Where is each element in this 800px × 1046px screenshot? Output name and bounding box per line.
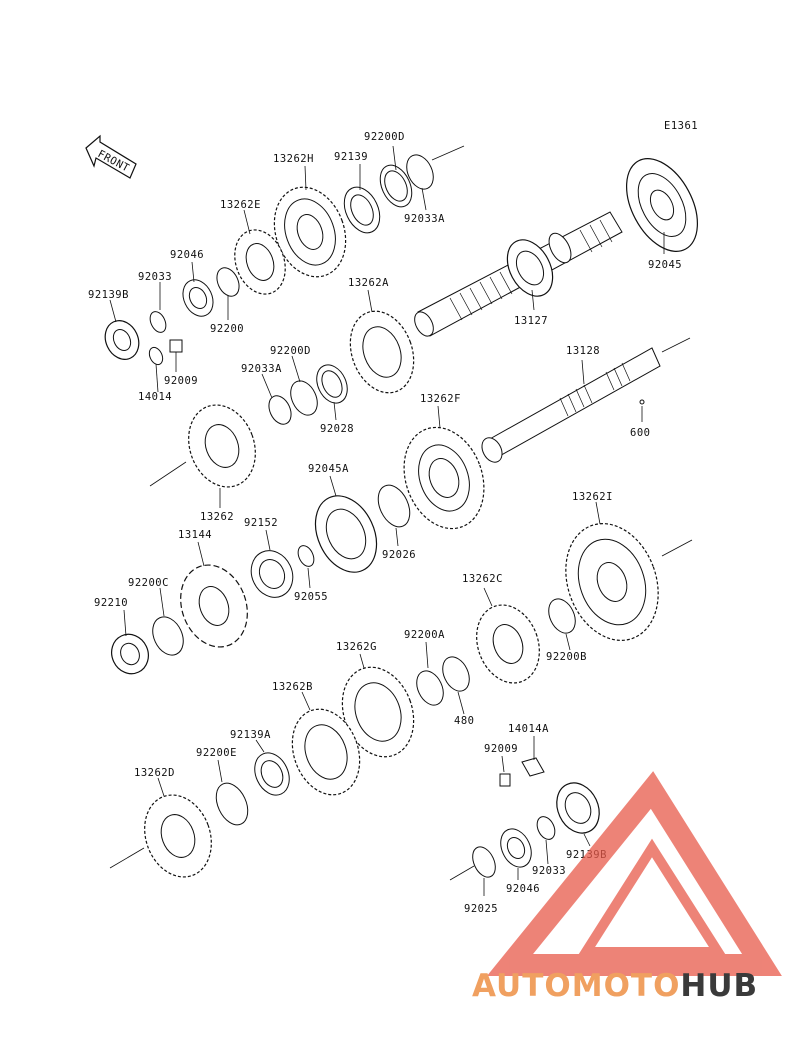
label-92033A-top: 92033A: [404, 213, 445, 225]
gear-13262F: [403, 426, 485, 530]
watermark-part2: MOTO: [572, 968, 681, 1004]
label-92200C: 92200C: [128, 577, 169, 589]
gear-13262B: [291, 708, 361, 796]
gear-13262I: [565, 523, 659, 641]
label-92139: 92139: [334, 151, 368, 163]
label-14014: 14014: [138, 391, 172, 403]
label-92200D-mid: 92200D: [270, 345, 311, 357]
label-92055: 92055: [294, 591, 328, 603]
circlip-92033A-top: [406, 154, 434, 190]
label-480: 480: [454, 715, 474, 727]
gear-13262G: [341, 666, 415, 758]
washer-92200D-mid: [290, 380, 318, 416]
needle-bearing-92139: [343, 186, 381, 234]
washer-92200B: [548, 598, 576, 634]
washer-92025: [472, 846, 496, 878]
bolt-92009-bottom: [499, 773, 511, 787]
watermark-part1: AUTO: [472, 968, 572, 1004]
label-92025: 92025: [464, 903, 498, 915]
label-92028: 92028: [320, 423, 354, 435]
label-92200A: 92200A: [404, 629, 445, 641]
bearing-92046-bottom: [500, 828, 532, 868]
washer-92200D-top: [379, 164, 413, 208]
watermark-text: AUTOMOTOHUB: [472, 968, 758, 1004]
label-13128: 13128: [566, 345, 600, 357]
bearing-92139B-top: [104, 320, 140, 360]
label-92033-top: 92033: [138, 271, 172, 283]
bearing-92045A: [314, 495, 378, 573]
circlip-92033-top: [149, 311, 167, 333]
bearing-92139B-bottom: [556, 782, 600, 834]
leader-lines: [109, 145, 665, 896]
circlip-480: [442, 656, 470, 692]
washer-92200E: [215, 782, 249, 826]
label-600: 600: [630, 427, 650, 439]
label-92200D: 92200D: [364, 131, 405, 143]
gear-13262D: [144, 794, 212, 878]
label-13262H: 13262H: [273, 153, 314, 165]
label-13262: 13262: [200, 511, 234, 523]
gear-13262A: [349, 310, 415, 394]
label-92009-top: 92009: [164, 375, 198, 387]
label-92139A: 92139A: [230, 729, 271, 741]
label-13262I: 13262I: [572, 491, 613, 503]
label-92200-top: 92200: [210, 323, 244, 335]
label-92033-bottom: 92033: [532, 865, 566, 877]
washer-92200A: [416, 670, 444, 706]
washer-92026: [377, 484, 411, 528]
label-92045A: 92045A: [308, 463, 349, 475]
bushing-92028: [316, 364, 348, 404]
needle-bearing-92139A: [254, 752, 290, 796]
label-13262D: 13262D: [134, 767, 175, 779]
sprocket-13144: [180, 564, 248, 648]
label-13262A: 13262A: [348, 277, 389, 289]
pin-600: [639, 399, 645, 405]
circlip-92033A-mid: [268, 395, 292, 425]
washer-92200-top: [216, 267, 240, 297]
label-92033A-mid: 92033A: [241, 363, 282, 375]
gear-13262C: [476, 604, 540, 684]
label-92139B-top: 92139B: [88, 289, 129, 301]
watermark-part3: HUB: [680, 968, 758, 1004]
label-13262E: 13262E: [220, 199, 261, 211]
label-14014A: 14014A: [508, 723, 549, 735]
nut-92210: [111, 633, 149, 675]
label-92152: 92152: [244, 517, 278, 529]
label-92200B: 92200B: [546, 651, 587, 663]
label-92026: 92026: [382, 549, 416, 561]
label-92046-bottom: 92046: [506, 883, 540, 895]
label-13262C: 13262C: [462, 573, 503, 585]
diagram-code: E1361: [664, 120, 698, 132]
watermark-logo-icon: [486, 771, 782, 976]
circlip-92033-bottom: [536, 816, 556, 840]
washer-14014: [148, 346, 164, 366]
oring-92055: [297, 545, 315, 567]
bolt-92009-top: [169, 339, 183, 353]
gear-13262: [188, 404, 256, 488]
gear-13262H: [273, 186, 347, 278]
front-arrow-icon: FRONT: [85, 134, 137, 179]
output-shaft-13127: [414, 211, 623, 337]
label-13262G: 13262G: [336, 641, 377, 653]
gear-13262E: [234, 229, 286, 295]
label-13262B: 13262B: [272, 681, 313, 693]
label-13127: 13127: [514, 315, 548, 327]
label-92009-bottom: 92009: [484, 743, 518, 755]
drive-shaft-13128: [481, 347, 661, 463]
label-92045: 92045: [648, 259, 682, 271]
collar-92152: [250, 550, 294, 598]
bearing-92046-top: [182, 279, 214, 317]
label-13262F: 13262F: [420, 393, 461, 405]
label-13144: 13144: [178, 529, 212, 541]
label-92200E: 92200E: [196, 747, 237, 759]
part-labels: 92200D 92139 13262H 13262E 92033A 92046 …: [88, 131, 682, 915]
bearing-92045: [626, 158, 698, 252]
washer-92200C: [152, 616, 184, 656]
label-92210: 92210: [94, 597, 128, 609]
plate-14014A: [521, 757, 545, 777]
label-92046-top: 92046: [170, 249, 204, 261]
